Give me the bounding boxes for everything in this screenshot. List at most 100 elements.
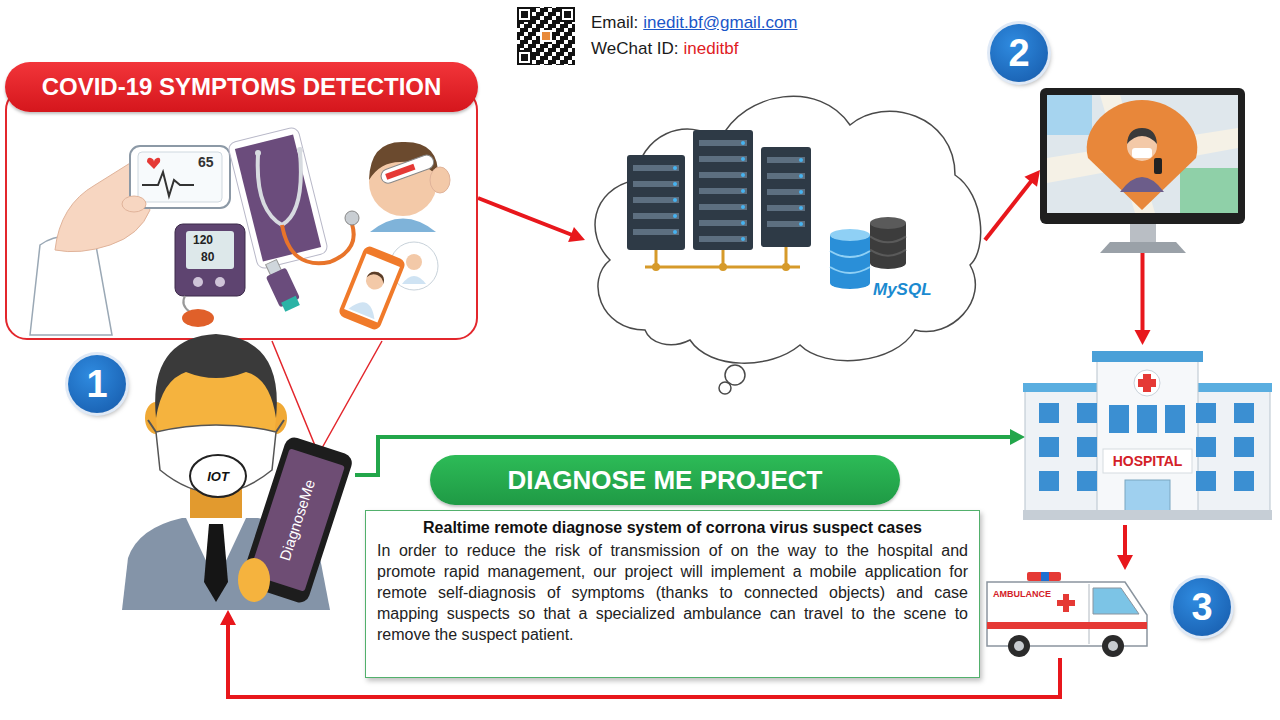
speech-tail-part [272, 341, 382, 448]
pressure-reading-holder: 120 [193, 233, 213, 247]
hospital-shape-part [1196, 437, 1216, 457]
hospital-shape-part [1234, 471, 1254, 491]
thermometer-man-part-part [385, 164, 415, 180]
database-label: MySQL [873, 280, 932, 300]
cloud-server-shape-part [595, 96, 981, 363]
description-title: Realtime remote diagnose system of corro… [377, 517, 968, 538]
masked-person-shape-part [204, 524, 228, 602]
ambulance-shape-part [1089, 584, 1090, 644]
doctor-phone-part [402, 276, 426, 284]
qr-code-part [521, 54, 528, 61]
arrow-line [1141, 253, 1145, 332]
cloud-server-shape-part [673, 198, 677, 202]
doctor-phone [337, 242, 438, 331]
cloud-server-shape-part [830, 229, 870, 241]
cloud-server-shape-part [767, 221, 805, 227]
cloud-server-shape-part [652, 263, 660, 271]
qr-code-part [517, 7, 532, 22]
wechat-id: ineditbf [684, 39, 739, 59]
cloud-server-shape-part [741, 221, 745, 225]
cloud-server-shape-part [799, 174, 803, 178]
stethoscope-tablet-part [345, 211, 359, 225]
thermometer-man-part [430, 167, 450, 193]
hospital-shape-part [1039, 437, 1059, 457]
blood-pressure-monitor-part [215, 277, 225, 287]
oximeter-hand-part [147, 158, 160, 169]
hospital-shape-part [1234, 437, 1254, 457]
ambulance-shape [985, 570, 1150, 658]
ambulance-shape-part [987, 582, 1147, 646]
contact-line: WeChat ID:ineditbf [591, 39, 738, 59]
stethoscope-tablet [227, 126, 359, 270]
hospital-shape-part [1092, 351, 1203, 362]
smartphone: DiagnoseMe [240, 440, 355, 600]
cloud-server-shape-part [761, 147, 811, 247]
stethoscope-tablet-part [255, 150, 261, 156]
cloud-server-shape-part [767, 157, 805, 163]
email-link: inedit.bf@gmail.com [643, 13, 797, 33]
usb-stick [261, 257, 302, 313]
cloud-server-shape-part [767, 189, 805, 195]
monitor-shape-part [1127, 128, 1157, 144]
monitor-shape-part [1047, 95, 1238, 213]
arrow-head [1117, 555, 1133, 570]
hospital-shape-part [1039, 403, 1059, 423]
monitor-shape-part [1040, 88, 1245, 224]
ambulance-shape-part [1108, 641, 1118, 651]
flow-arrow [1135, 253, 1151, 345]
cloud-server-shape-part [719, 263, 727, 271]
qr-code-part [562, 9, 573, 20]
blood-pressure-monitor-part [193, 277, 203, 287]
doctor-phone-part [337, 245, 406, 332]
mask-label-holder: IOT [207, 469, 229, 484]
qr-code-part [560, 7, 575, 22]
doctor-phone-part-part [349, 298, 379, 320]
cloud-server-shape-part [741, 237, 745, 241]
banner-title: DIAGNOSE ME PROJECT [508, 465, 823, 496]
hospital-shape-part [1137, 405, 1157, 433]
callout-number: 3 [1173, 578, 1231, 636]
vehicle-label-holder: AMBULANCE [993, 589, 1051, 599]
qr-code-part [517, 7, 575, 65]
cloud-server-shape-part [830, 267, 870, 273]
flow-arrow [478, 198, 585, 242]
ambulance-shape-part [1027, 572, 1061, 581]
hospital-shape-part [1077, 403, 1097, 423]
cloud-server-shape-part [693, 130, 753, 250]
cloud-server-shape-part [699, 204, 747, 210]
blood-pressure-monitor-part [186, 231, 234, 269]
contact-label: Email: [591, 13, 638, 33]
ambulance-shape-part [1008, 635, 1030, 657]
description-body: In order to reduce the risk of transmiss… [377, 540, 968, 645]
hospital-shape-part [1196, 403, 1216, 423]
hospital-shape-part [1134, 370, 1160, 396]
arrow-head [1024, 170, 1040, 187]
cloud-server-shape-part [633, 165, 679, 171]
hospital: HOSPITAL [1025, 345, 1270, 525]
cloud-server-shape-part [673, 182, 677, 186]
description-box: Realtime remote diagnose system of corro… [365, 510, 980, 678]
cloud-server-shape-part [633, 229, 679, 235]
doctor-phone-part-part [367, 269, 387, 284]
masked-person: DiagnoseMe1IOT [120, 320, 335, 610]
monitor-shape-part [1130, 224, 1156, 242]
callout-number: 2 [990, 24, 1048, 82]
callout-number-holder: 3 [1173, 578, 1231, 636]
cloud-server-shape-part [741, 189, 745, 193]
hospital-shape-part [1138, 379, 1156, 387]
masked-person-shape-part [190, 455, 246, 497]
thermometer-man-part [370, 219, 436, 233]
hospital-shape-part [1234, 403, 1254, 423]
hospital-shape-part [1077, 437, 1097, 457]
speech-tail [272, 341, 382, 448]
arrow-line [1123, 525, 1127, 557]
cloud-server-shape-part [673, 230, 677, 234]
cloud-server-shape-part [741, 157, 745, 161]
cloud-server-shape [585, 75, 985, 395]
pulse-reading: 65 [198, 154, 214, 170]
ambulance-shape-part [1014, 641, 1024, 651]
hospital-shape-part [1077, 471, 1097, 491]
contact-line: Email:inedit.bf@gmail.com [591, 13, 798, 33]
hospital-shape-part [1039, 471, 1059, 491]
